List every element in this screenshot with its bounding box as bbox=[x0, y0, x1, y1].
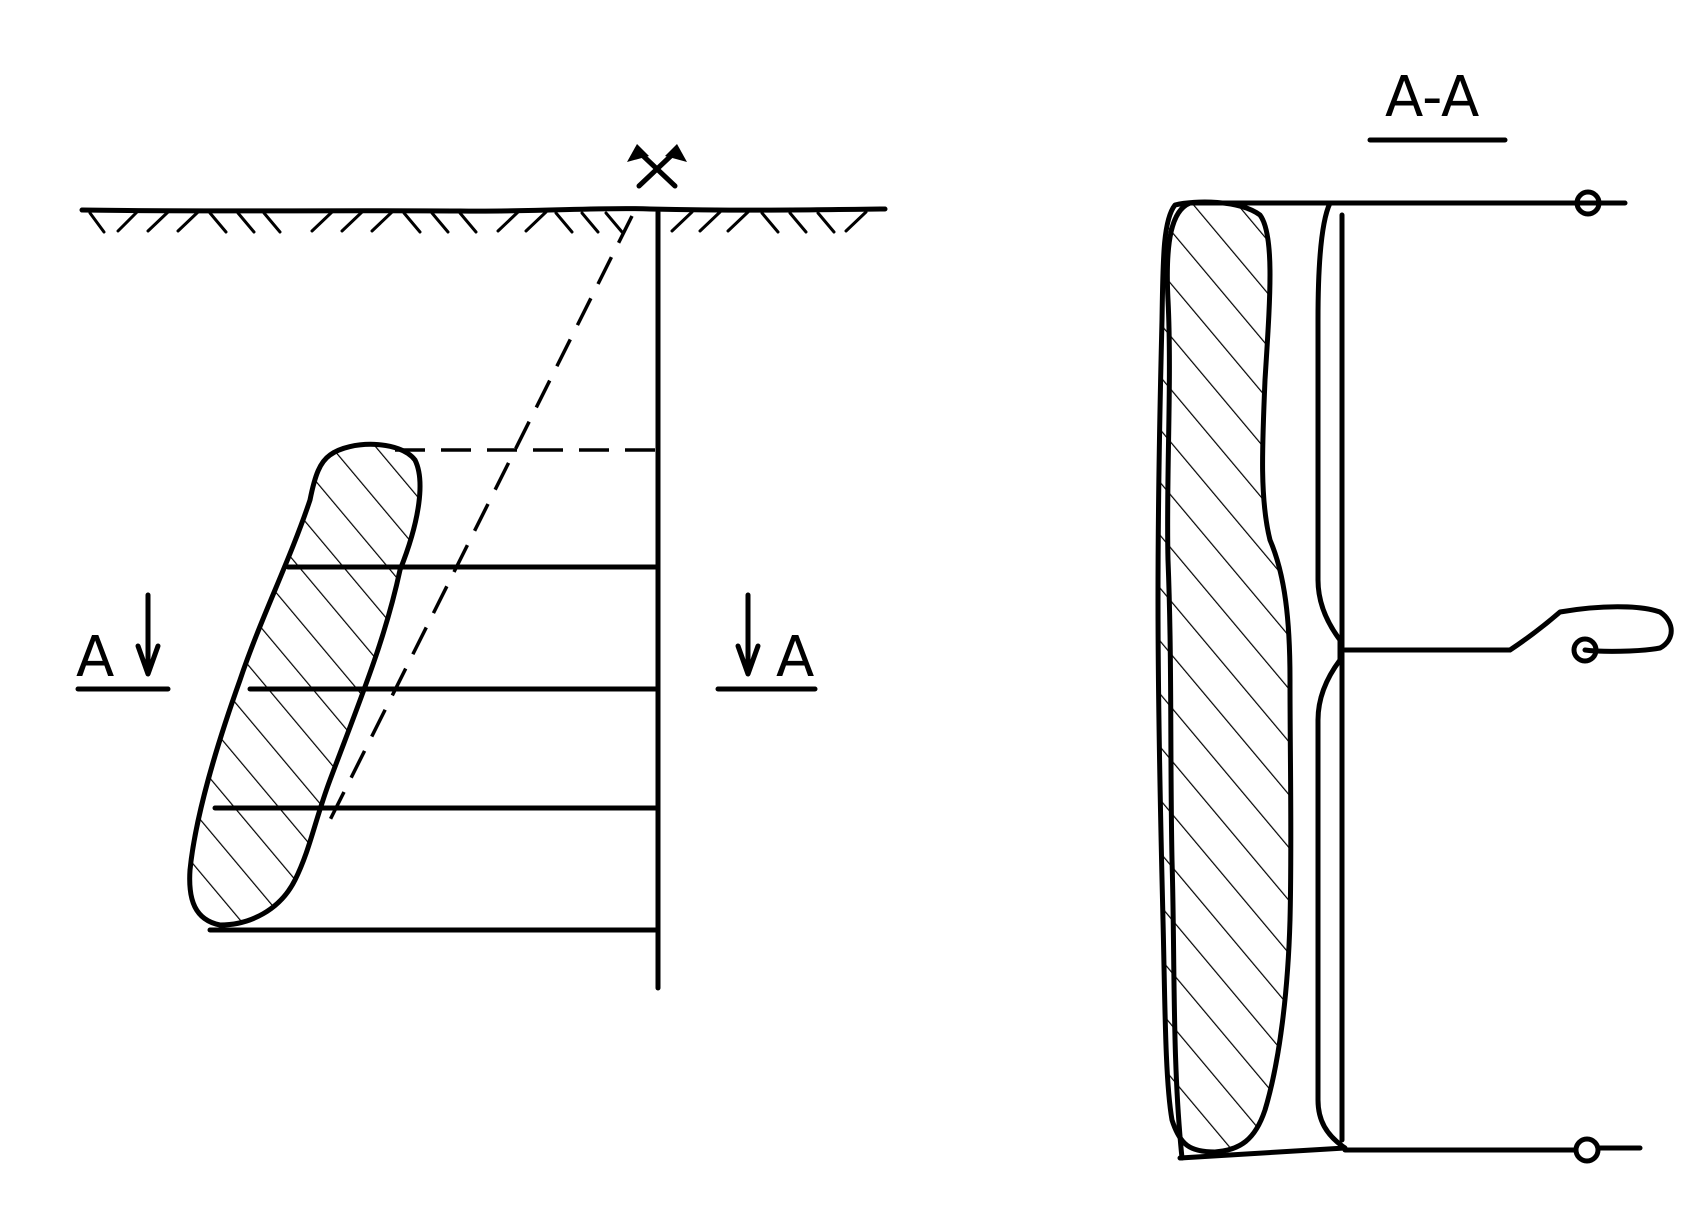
borehole-bottom bbox=[1573, 1136, 1601, 1164]
borehole-middle bbox=[1571, 636, 1599, 664]
ground-hatching bbox=[88, 210, 868, 234]
vertical-section-view: A A bbox=[75, 144, 888, 991]
crossed-hammers-icon bbox=[627, 144, 687, 189]
middle-drift bbox=[1342, 604, 1674, 654]
borehole-top bbox=[1574, 189, 1602, 217]
section-mark-left: A bbox=[75, 592, 171, 692]
inclined-borehole bbox=[323, 215, 634, 831]
section-mark-right: A bbox=[715, 592, 818, 692]
section-mark-left-label: A bbox=[76, 625, 114, 690]
section-title: A-A bbox=[1385, 65, 1479, 130]
section-mark-right-label: A bbox=[776, 625, 814, 690]
section-a-a-view: A-A bbox=[1155, 65, 1674, 1164]
ore-body-right bbox=[1155, 199, 1294, 1161]
ground-surface-line bbox=[79, 206, 888, 214]
